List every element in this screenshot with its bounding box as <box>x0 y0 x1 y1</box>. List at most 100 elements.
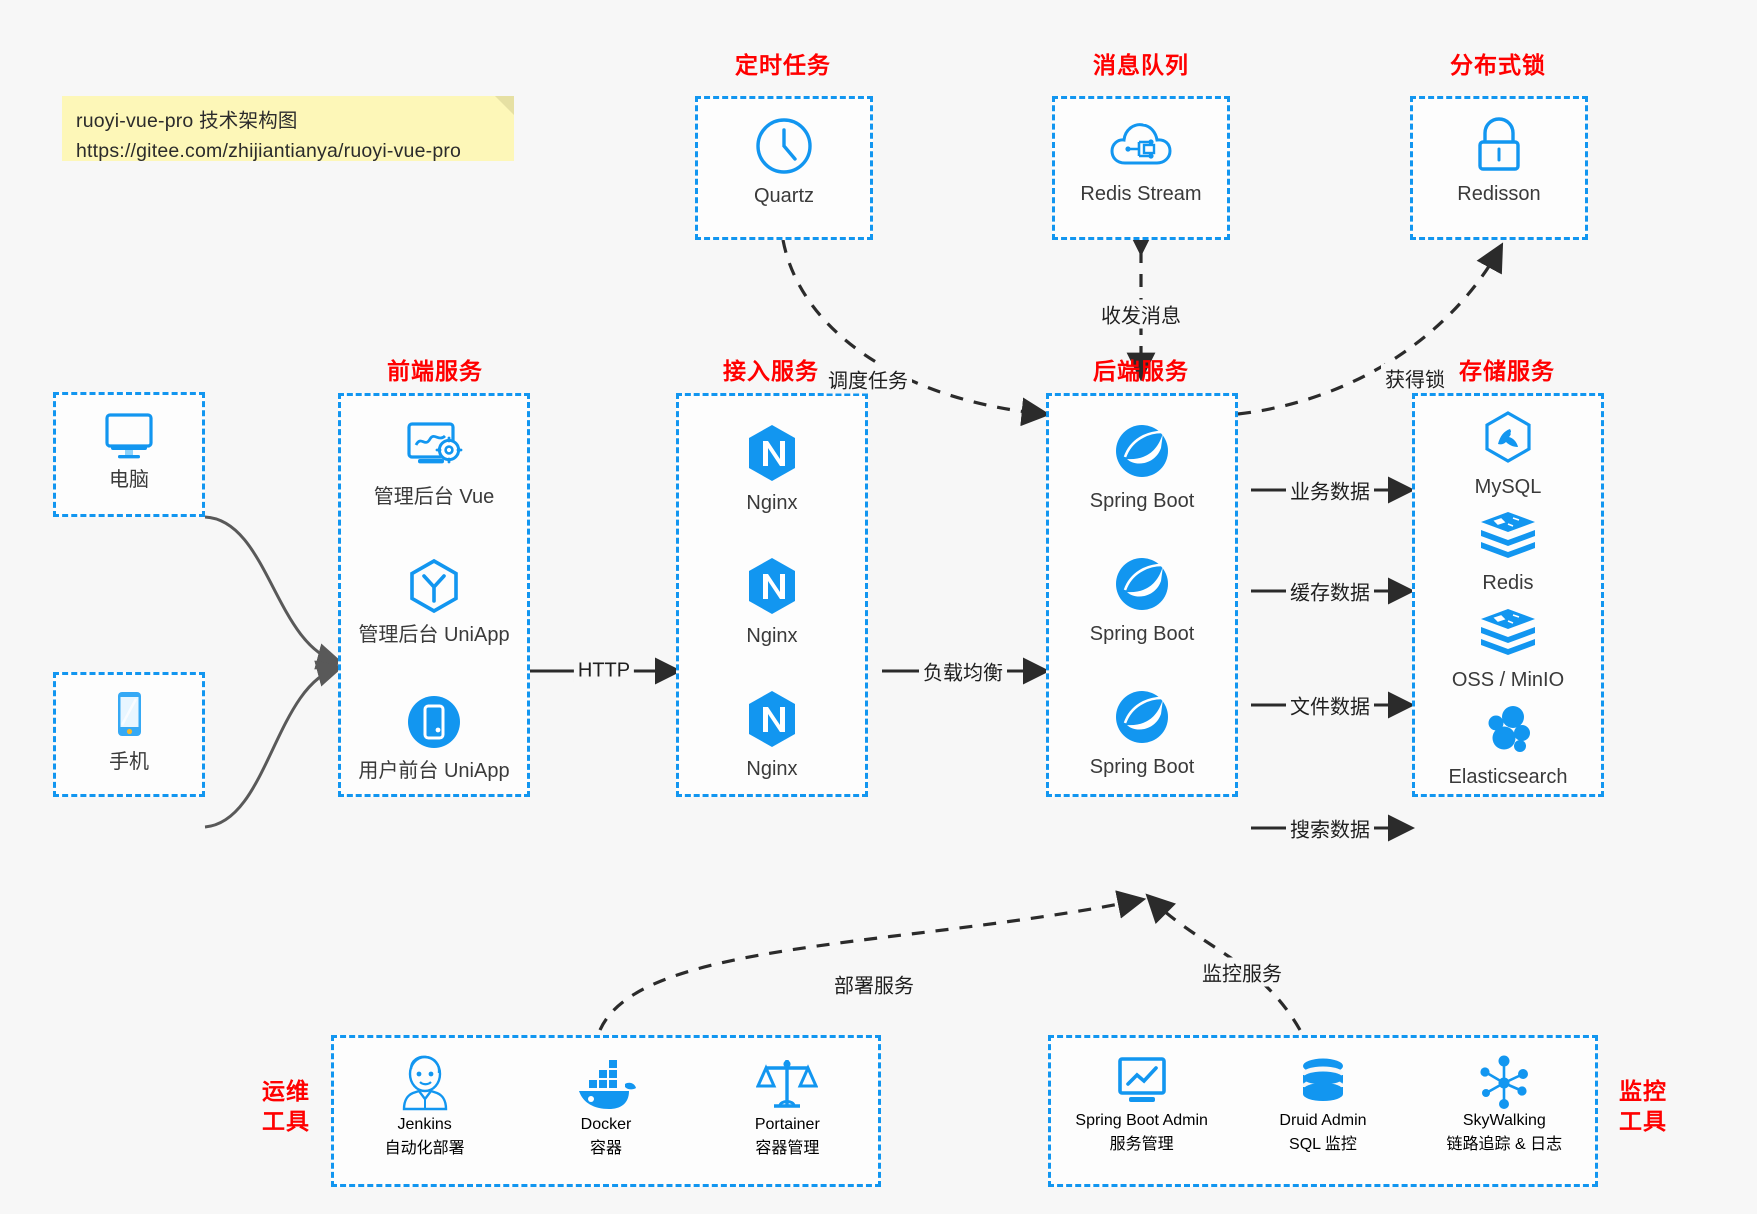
group-title-mq: 消息队列 <box>1093 52 1189 78</box>
node-elasticsearch[interactable]: Elasticsearch <box>1415 702 1601 791</box>
node-mysql[interactable]: MySQL <box>1415 410 1601 501</box>
node-label: Redis <box>1482 572 1534 594</box>
node-nginx-2[interactable]: Nginx <box>679 555 865 650</box>
docker-icon <box>578 1060 636 1109</box>
node-label: Redisson <box>1457 183 1541 205</box>
nginx-icon <box>749 425 795 481</box>
node-label: Nginx <box>746 492 798 514</box>
portainer-scales-icon <box>756 1060 819 1108</box>
elasticsearch-icon <box>1488 706 1530 752</box>
group-title-storage: 存储服务 <box>1459 358 1555 384</box>
edge-label-schedule: 调度任务 <box>824 364 912 394</box>
node-mobile[interactable]: 手机 <box>56 687 202 776</box>
node-label: Docker <box>580 1116 632 1133</box>
node-spring-boot-admin[interactable]: Spring Boot Admin 服务管理 <box>1051 1054 1232 1154</box>
clock-icon <box>756 118 812 174</box>
group-box-mq: Redis Stream <box>1052 96 1230 240</box>
node-label: 手机 <box>109 751 149 773</box>
node-redis[interactable]: Redis <box>1415 508 1601 597</box>
node-druid-admin[interactable]: Druid Admin SQL 监控 <box>1232 1054 1413 1154</box>
node-admin-uniapp[interactable]: 管理后台 UniApp <box>341 556 527 649</box>
node-label: Spring Boot <box>1089 756 1195 778</box>
node-label: Portainer <box>754 1116 820 1133</box>
edge-label-monitor: 监控服务 <box>1198 957 1286 987</box>
node-spring-boot-3[interactable]: Spring Boot <box>1049 686 1235 781</box>
node-skywalking[interactable]: SkyWalking 链路追踪 & 日志 <box>1414 1054 1595 1154</box>
node-sublabel: 容器管理 <box>755 1140 820 1157</box>
node-label: SkyWalking <box>1462 1112 1546 1129</box>
cloud-stream-icon <box>1110 123 1172 165</box>
note-fold-icon <box>495 96 514 115</box>
group-title-devops: 运维 工具 <box>255 1076 317 1137</box>
nginx-icon <box>749 558 795 614</box>
database-icon <box>1302 1058 1343 1101</box>
group-title-monitor: 监控 工具 <box>1612 1076 1674 1137</box>
node-label: Redis Stream <box>1080 183 1202 205</box>
edge-label-deploy: 部署服务 <box>830 969 918 999</box>
group-title-devops-line1: 运维 <box>262 1078 310 1104</box>
node-quartz[interactable]: Quartz <box>698 115 870 210</box>
node-label: Spring Boot <box>1089 623 1195 645</box>
mysql-icon <box>1485 411 1531 463</box>
node-redis-stream[interactable]: Redis Stream <box>1055 117 1227 208</box>
node-label: Nginx <box>746 625 798 647</box>
group-box-monitor: Spring Boot Admin 服务管理 <box>1048 1035 1598 1187</box>
node-label: Jenkins <box>397 1116 452 1133</box>
node-label: MySQL <box>1474 476 1542 498</box>
node-sublabel: 自动化部署 <box>384 1140 465 1157</box>
edge-label-search: 搜索数据 <box>1286 813 1374 843</box>
group-box-lock: Redisson <box>1410 96 1588 240</box>
node-label: OSS / MinIO <box>1451 669 1565 691</box>
spring-boot-icon <box>1116 425 1168 477</box>
node-label: 管理后台 UniApp <box>358 624 510 646</box>
node-oss-minio[interactable]: OSS / MinIO <box>1415 605 1601 694</box>
node-label: 电脑 <box>109 469 149 491</box>
node-redisson[interactable]: Redisson <box>1413 115 1585 208</box>
group-title-backend: 后端服务 <box>1093 358 1189 384</box>
edge-label-message: 收发消息 <box>1097 299 1185 329</box>
jenkins-icon <box>402 1055 447 1111</box>
hexagon-uniapp-icon <box>410 558 458 614</box>
node-spring-boot-1[interactable]: Spring Boot <box>1049 420 1235 515</box>
node-docker[interactable]: Docker 容器 <box>515 1054 696 1158</box>
node-label: Druid Admin <box>1279 1112 1367 1129</box>
node-user-uniapp[interactable]: 用户前台 UniApp <box>341 692 527 785</box>
group-title-gateway: 接入服务 <box>723 358 819 384</box>
note-line-2: https://gitee.com/zhijiantianya/ruoyi-vu… <box>76 139 462 162</box>
node-sublabel: 服务管理 <box>1109 1136 1174 1153</box>
node-nginx-3[interactable]: Nginx <box>679 688 865 783</box>
diagram-note: ruoyi-vue-pro 技术架构图 https://gitee.com/zh… <box>62 96 514 162</box>
group-title-lock: 分布式锁 <box>1450 52 1546 78</box>
phone-circle-icon <box>408 696 460 748</box>
node-desktop[interactable]: 电脑 <box>56 409 202 494</box>
group-box-scheduler: Quartz <box>695 96 873 240</box>
desktop-icon <box>105 413 153 459</box>
mobile-icon <box>118 692 141 736</box>
node-label: 管理后台 Vue <box>373 486 495 508</box>
node-jenkins[interactable]: Jenkins 自动化部署 <box>334 1054 515 1158</box>
node-portainer[interactable]: Portainer 容器管理 <box>697 1054 878 1158</box>
node-spring-boot-2[interactable]: Spring Boot <box>1049 553 1235 648</box>
edge-label-file: 文件数据 <box>1286 690 1374 720</box>
group-box-devops: Jenkins 自动化部署 Docker 容器 <box>331 1035 881 1187</box>
group-title-frontend: 前端服务 <box>387 358 483 384</box>
node-label: Spring Boot Admin <box>1075 1112 1208 1129</box>
edge-label-http: HTTP <box>573 659 635 683</box>
group-box-backend: Spring Boot Spring Boot Spring Boot <box>1046 393 1238 797</box>
node-sublabel: SQL 监控 <box>1289 1136 1357 1153</box>
monitor-gear-icon <box>407 422 463 464</box>
node-label: Nginx <box>746 758 798 780</box>
monitor-chart-icon <box>1117 1057 1166 1102</box>
node-nginx-1[interactable]: Nginx <box>679 422 865 517</box>
skywalking-icon <box>1480 1055 1529 1109</box>
node-sublabel: 容器 <box>589 1140 622 1157</box>
edge-label-biz: 业务数据 <box>1286 475 1374 505</box>
minio-stack-icon <box>1481 609 1535 655</box>
spring-boot-icon <box>1116 691 1168 743</box>
node-admin-vue[interactable]: 管理后台 Vue <box>341 418 527 511</box>
group-box-storage: MySQL Redis OSS / MinIO <box>1412 393 1604 797</box>
group-box-client-desktop: 电脑 <box>53 392 205 517</box>
group-title-scheduler: 定时任务 <box>735 52 831 78</box>
node-sublabel: 链路追踪 & 日志 <box>1446 1136 1563 1153</box>
